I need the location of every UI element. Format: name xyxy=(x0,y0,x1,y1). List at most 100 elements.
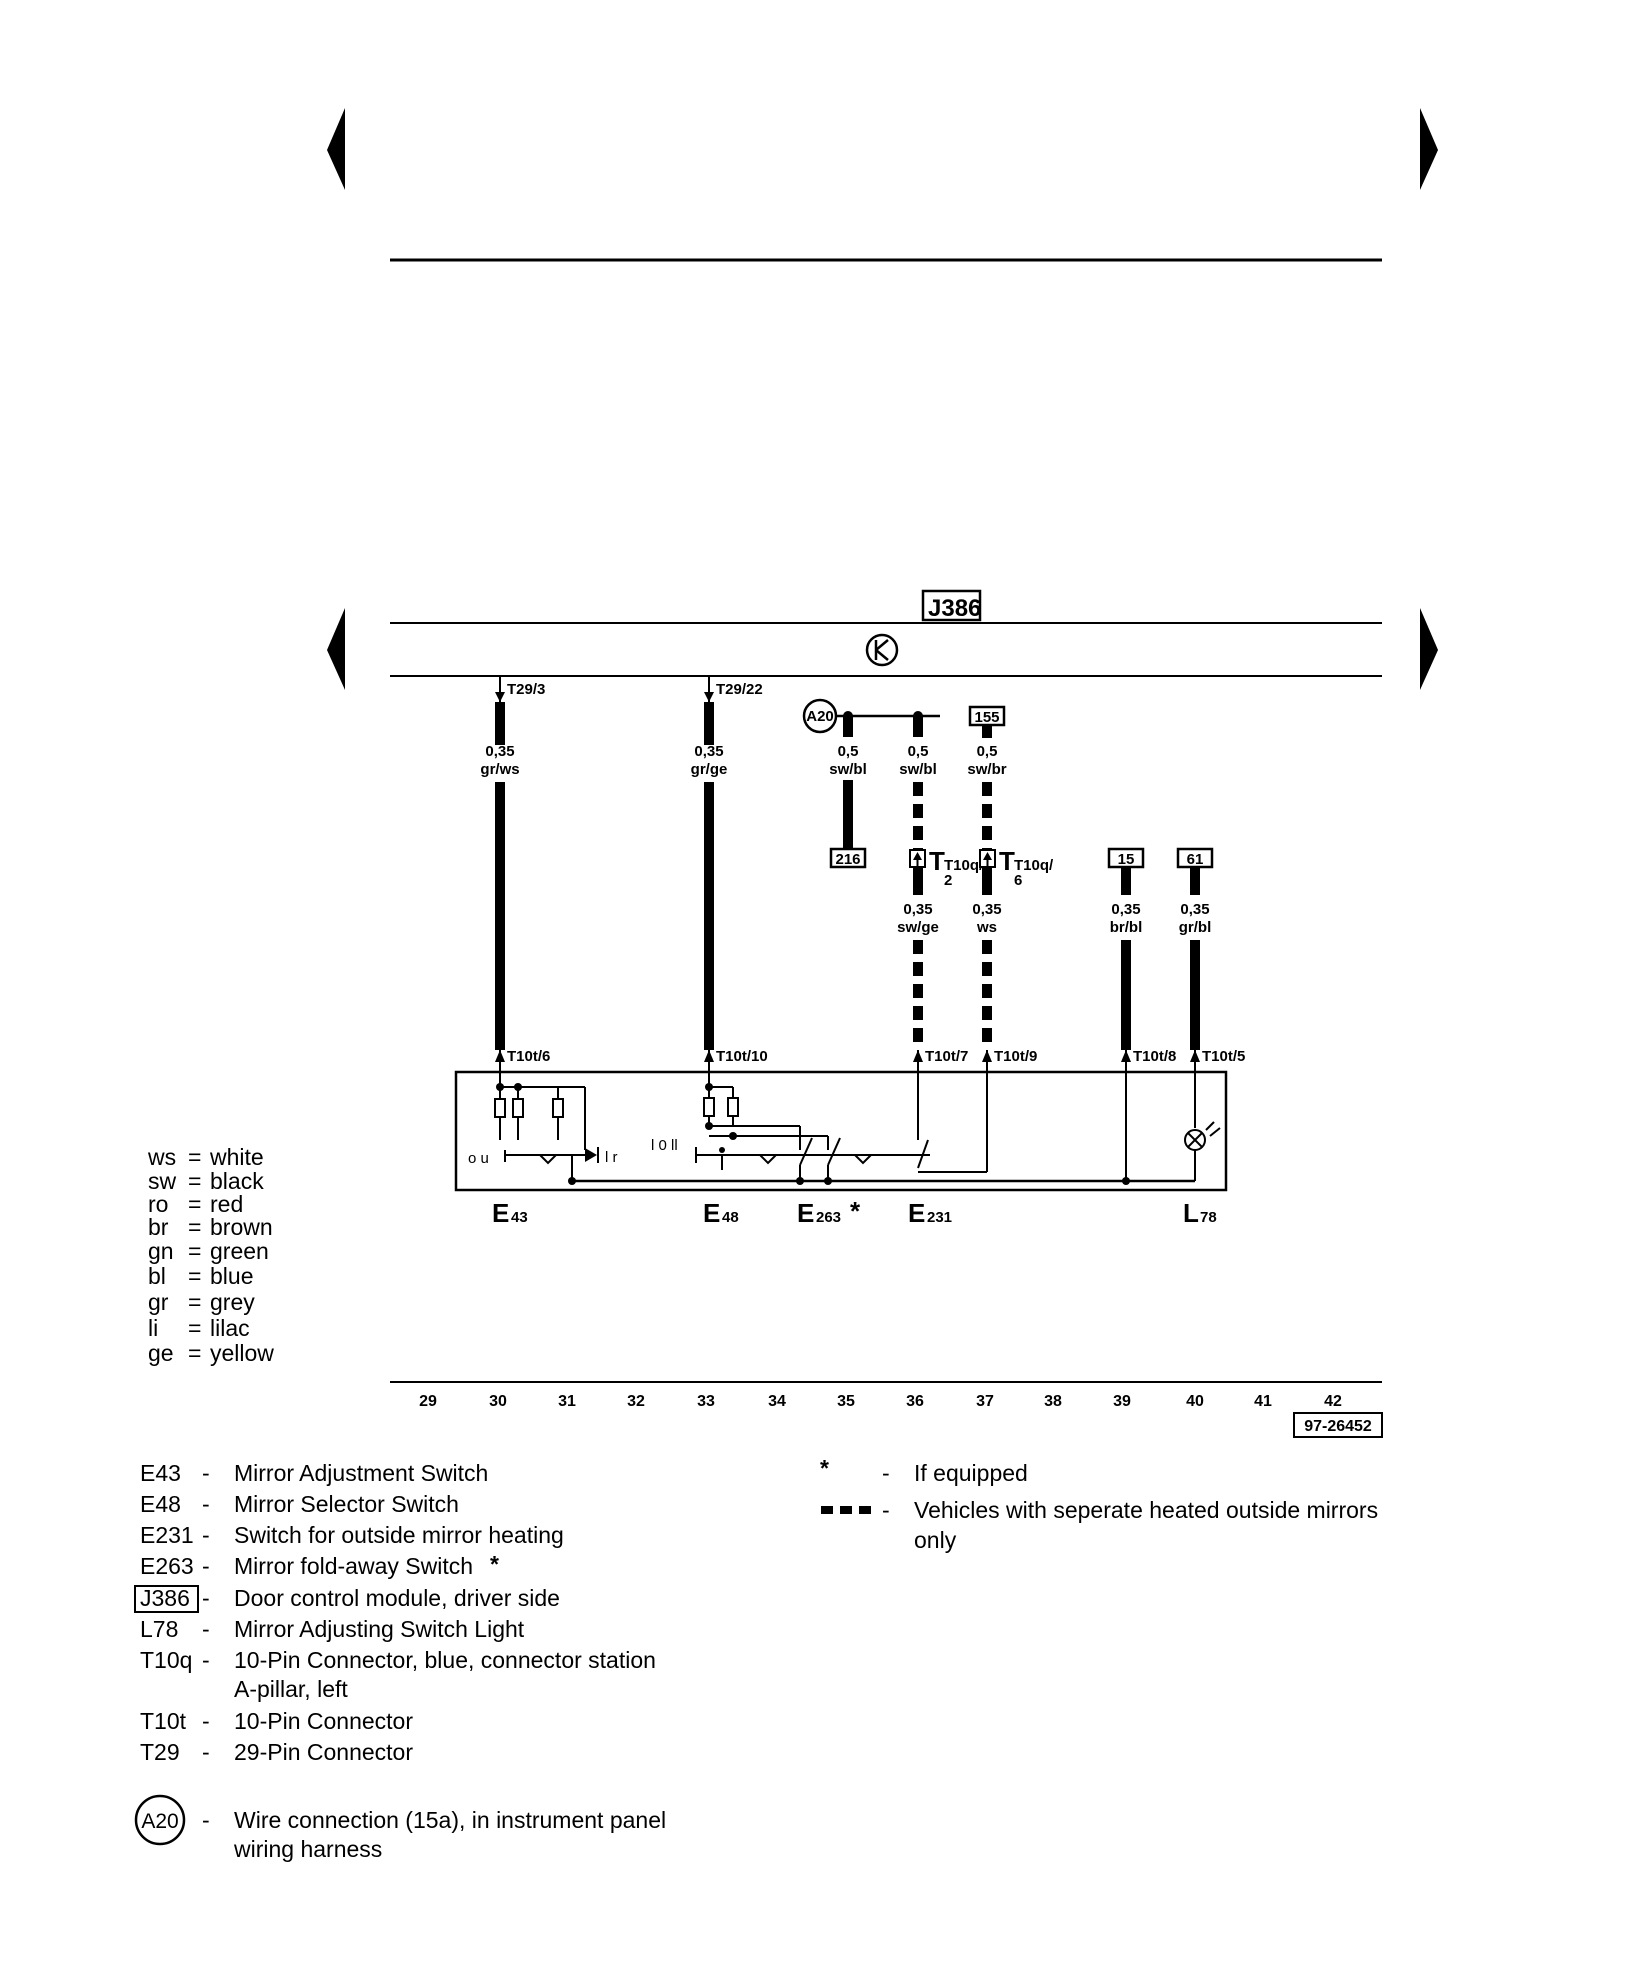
conn-t10q-2: T10q/ xyxy=(944,857,984,874)
wire36top-color: sw/bl xyxy=(899,761,937,778)
legend-code-1: E48 xyxy=(140,1491,181,1517)
conn-t10q-2-pin: 2 xyxy=(944,872,952,889)
conn-t10q-6-pin: 6 xyxy=(1014,872,1022,889)
conn-t10t-6: T10t/6 xyxy=(507,1048,550,1065)
j386-label-box xyxy=(921,589,982,622)
e43-switch: o u l r xyxy=(468,1072,618,1185)
cc-eq-6: = xyxy=(188,1289,201,1315)
wire36low-size: 0,35 xyxy=(903,901,932,918)
legend-dash-0: - xyxy=(202,1460,210,1486)
conn-t29-3: T29/3 xyxy=(507,681,545,698)
track-30: 30 xyxy=(489,1393,507,1410)
legend-desc-8: 29-Pin Connector xyxy=(234,1739,413,1765)
component-legend: E43 - Mirror Adjustment Switch E48 - Mir… xyxy=(134,1460,666,1862)
next-page-arrow-top[interactable] xyxy=(1420,108,1438,190)
legend-dash-5: - xyxy=(202,1616,210,1642)
conn-t29-22: T29/22 xyxy=(716,681,763,698)
diagram-ref-number: 97-26452 xyxy=(1304,1418,1372,1435)
legend-dash-2: - xyxy=(202,1522,210,1548)
wire40-size: 0,35 xyxy=(1180,901,1209,918)
track-38: 38 xyxy=(1044,1393,1062,1410)
wire-track-37: 155 0,5 sw/br T T10q/ 6 0,35 ws T10t/9 xyxy=(967,705,1054,1072)
wire-track-39: 15 0,35 br/bl T10t/8 xyxy=(1107,847,1176,1072)
legend-code-4: J386 xyxy=(140,1585,190,1611)
term-15: 15 xyxy=(1118,851,1135,868)
legend-code-8: T29 xyxy=(140,1739,180,1765)
e48-switch: l 0 ll xyxy=(651,1072,930,1170)
cc-name-8: yellow xyxy=(210,1340,274,1366)
e48-resistor-2 xyxy=(727,1097,739,1117)
legend-code-2: E231 xyxy=(140,1522,194,1548)
electronic-module-icon xyxy=(865,633,899,667)
l78-lamp xyxy=(1184,1072,1221,1181)
cc-eq-3: = xyxy=(188,1214,201,1240)
legend-a20-code: A20 xyxy=(141,1810,178,1833)
cc-code-2: ro xyxy=(148,1191,168,1217)
wire30-color: gr/ws xyxy=(480,761,519,778)
cc-name-6: grey xyxy=(210,1289,255,1315)
component-labels: E 43 E 48 E 263 * E 231 L 78 xyxy=(492,1196,1217,1228)
term-216: 216 xyxy=(835,851,860,868)
legend-mark-3: * xyxy=(490,1551,499,1577)
legend-desc-7: 10-Pin Connector xyxy=(234,1708,413,1734)
note-star-symbol: * xyxy=(820,1455,829,1481)
conn-t10t-9: T10t/9 xyxy=(994,1048,1037,1065)
cc-name-1: black xyxy=(210,1168,264,1194)
note-dashed-text2: only xyxy=(914,1527,957,1553)
wire30-size: 0,35 xyxy=(485,743,514,760)
cc-eq-8: = xyxy=(188,1340,201,1366)
note-dashed-text: Vehicles with seperate heated outside mi… xyxy=(914,1497,1378,1523)
e231-label: E xyxy=(908,1198,925,1228)
legend-desc-2: Switch for outside mirror heating xyxy=(234,1522,564,1548)
mirror-switch-housing: o u l r l 0 ll xyxy=(454,1070,1228,1192)
e43-label-sub: 43 xyxy=(511,1209,528,1226)
conn-t10t-10: T10t/10 xyxy=(716,1048,768,1065)
j386-module: J386 xyxy=(390,589,1382,677)
conn-t10t-8: T10t/8 xyxy=(1133,1048,1176,1065)
wire40-color: gr/bl xyxy=(1179,919,1212,936)
legend-code-5: L78 xyxy=(140,1616,178,1642)
conn-t10t-5: T10t/5 xyxy=(1202,1048,1245,1065)
legend-code-0: E43 xyxy=(140,1460,181,1486)
e43-pos-labels: o u xyxy=(468,1150,489,1167)
wire-track-40: 61 0,35 gr/bl T10t/5 xyxy=(1176,847,1245,1072)
prev-page-arrow-top[interactable] xyxy=(327,108,345,190)
track-35: 35 xyxy=(837,1393,855,1410)
track-41: 41 xyxy=(1254,1393,1272,1410)
legend-dash-6: - xyxy=(202,1647,210,1673)
e48-label-sub: 48 xyxy=(722,1209,739,1226)
wire36low-color: sw/ge xyxy=(897,919,939,936)
legend-dash-1: - xyxy=(202,1491,210,1517)
cc-code-7: li xyxy=(148,1315,158,1341)
cc-name-3: brown xyxy=(210,1214,273,1240)
legend-dash-4: - xyxy=(202,1585,210,1611)
j386-label: J386 xyxy=(928,595,981,622)
prev-page-arrow-bottom[interactable] xyxy=(327,608,345,690)
note-dashed-dash: - xyxy=(882,1497,890,1523)
next-page-arrow-bottom[interactable] xyxy=(1420,608,1438,690)
cc-eq-4: = xyxy=(188,1238,201,1264)
legend-notes: * - If equipped - Vehicles with seperate… xyxy=(820,1455,1378,1553)
cc-code-1: sw xyxy=(148,1168,177,1194)
legend-code-3: E263 xyxy=(140,1553,194,1579)
wire39-color: br/bl xyxy=(1110,919,1143,936)
track-29: 29 xyxy=(419,1393,437,1410)
track-42: 42 xyxy=(1324,1393,1342,1410)
cc-code-4: gn xyxy=(148,1238,174,1264)
legend-dash-7: - xyxy=(202,1708,210,1734)
note-star-dash: - xyxy=(882,1460,890,1486)
conn-t10q-6-letter: T xyxy=(999,846,1015,876)
wire33-color: gr/ge xyxy=(691,761,728,778)
e263-label: E xyxy=(797,1198,814,1228)
e263-star: * xyxy=(850,1196,861,1226)
legend-code-6: T10q xyxy=(140,1647,192,1673)
legend-desc-4: Door control module, driver side xyxy=(234,1585,560,1611)
legend-desc-3: Mirror fold-away Switch xyxy=(234,1553,473,1579)
e43-diode xyxy=(585,1148,597,1162)
e263-switch xyxy=(796,1137,872,1185)
cc-eq-5: = xyxy=(188,1263,201,1289)
cc-code-5: bl xyxy=(148,1263,166,1289)
e43-label: E xyxy=(492,1198,509,1228)
wire33-size: 0,35 xyxy=(694,743,723,760)
